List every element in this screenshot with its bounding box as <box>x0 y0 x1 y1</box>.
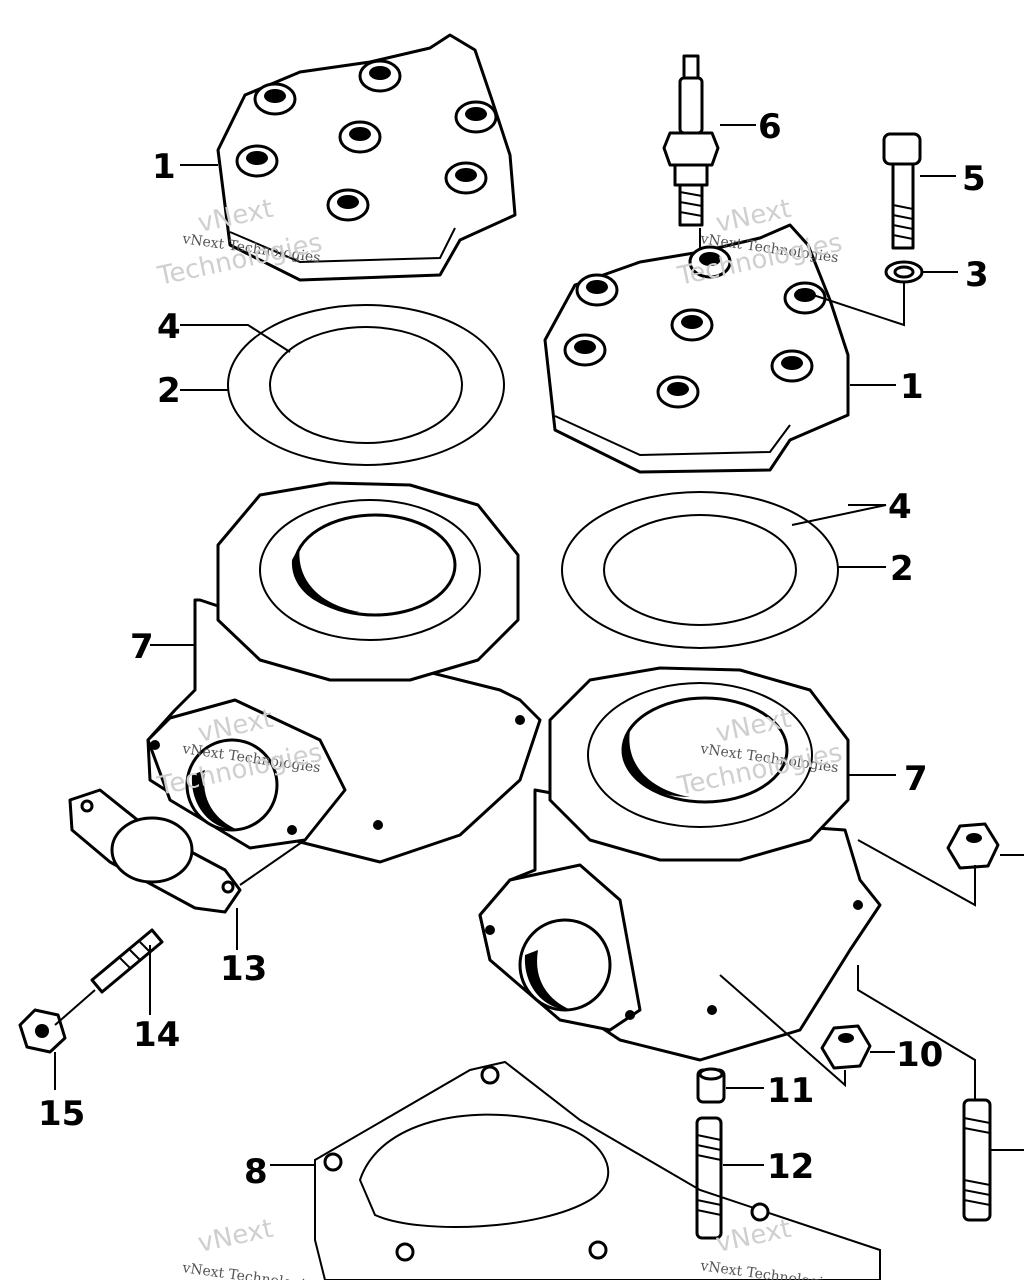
watermark-text: vNext Technologies <box>698 1258 839 1280</box>
callout-12: 12 <box>767 1147 814 1187</box>
callout-11: 11 <box>767 1071 814 1111</box>
cylinder-right <box>478 666 882 1062</box>
callout-14: 14 <box>133 1015 180 1055</box>
callout-6: 6 <box>758 107 782 147</box>
callout-15: 15 <box>38 1094 85 1134</box>
callout-7: 7 <box>130 627 154 667</box>
callout-10: 10 <box>896 1035 943 1075</box>
spark-plug <box>662 54 720 227</box>
stud-long <box>695 1116 723 1240</box>
callout-labels: 1 1 2 2 3 4 4 5 6 7 7 8 10 11 12 13 14 1… <box>38 107 989 1192</box>
cylinder-head-left <box>216 33 517 282</box>
head-gasket-right <box>561 491 839 649</box>
callout-5: 5 <box>962 159 986 199</box>
head-bolt <box>882 132 922 250</box>
callout-1: 1 <box>900 367 924 407</box>
cylinder-head-right <box>543 223 850 474</box>
sleeve-nut <box>696 1067 726 1104</box>
flange-nut <box>946 822 1000 870</box>
watermark-brand: vNext <box>713 1214 794 1259</box>
callout-3: 3 <box>965 255 989 295</box>
callout-7: 7 <box>904 759 928 799</box>
watermark-text: vNext Technologies <box>180 1260 321 1280</box>
callout-8: 8 <box>244 1152 268 1192</box>
base-gasket <box>314 1060 881 1280</box>
callout-4: 4 <box>888 487 912 527</box>
leader-lines <box>54 124 1024 1166</box>
hex-nut <box>18 1008 67 1054</box>
flange-nut <box>820 1024 872 1070</box>
stud-long <box>962 1098 992 1222</box>
callout-2: 2 <box>157 371 181 411</box>
callout-13: 13 <box>220 949 267 989</box>
exhaust-gasket <box>68 788 242 914</box>
head-gasket-left <box>227 304 505 466</box>
callout-2: 2 <box>890 549 914 589</box>
callout-4: 4 <box>157 307 181 347</box>
watermark-brand: vNext <box>195 1214 276 1259</box>
callout-1: 1 <box>152 147 176 187</box>
washer <box>884 260 924 284</box>
stud <box>90 928 164 994</box>
cylinder-left <box>146 481 542 864</box>
